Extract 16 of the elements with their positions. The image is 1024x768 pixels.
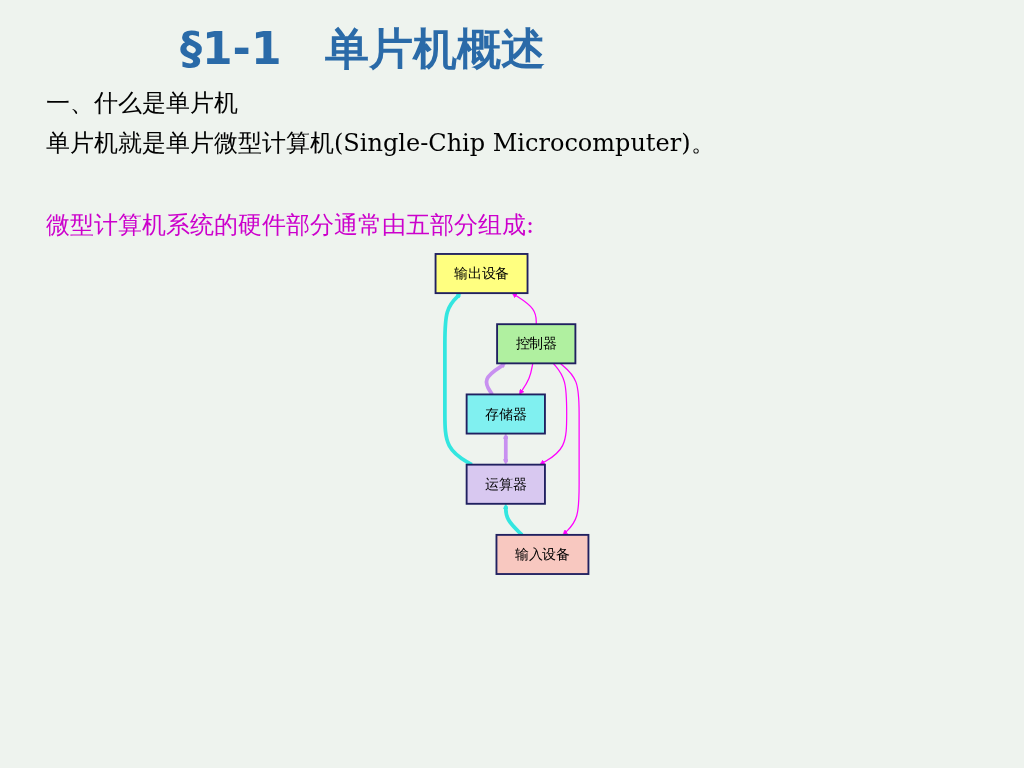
body-text: 单片机就是单片微型计算机(Single-Chip Microcomputer)。 xyxy=(46,128,716,159)
section-heading: 一、什么是单片机 xyxy=(46,88,239,119)
arrow xyxy=(484,363,506,396)
arrow xyxy=(503,433,509,465)
node-box: 输出设备 xyxy=(434,253,529,295)
node-box: 存储器 xyxy=(465,393,546,435)
arrow xyxy=(559,362,580,536)
slide-title: §1-1 单片机概述 xyxy=(180,22,547,76)
node-box: 输入设备 xyxy=(495,533,590,575)
node-box: 控制器 xyxy=(496,323,577,365)
body-text: 微型计算机系统的硬件部分通常由五部分组成: xyxy=(46,210,536,241)
arrow xyxy=(539,362,568,465)
arrow xyxy=(443,292,473,467)
arrow xyxy=(511,292,537,325)
node-box: 运算器 xyxy=(465,463,546,505)
arrow xyxy=(519,362,534,395)
